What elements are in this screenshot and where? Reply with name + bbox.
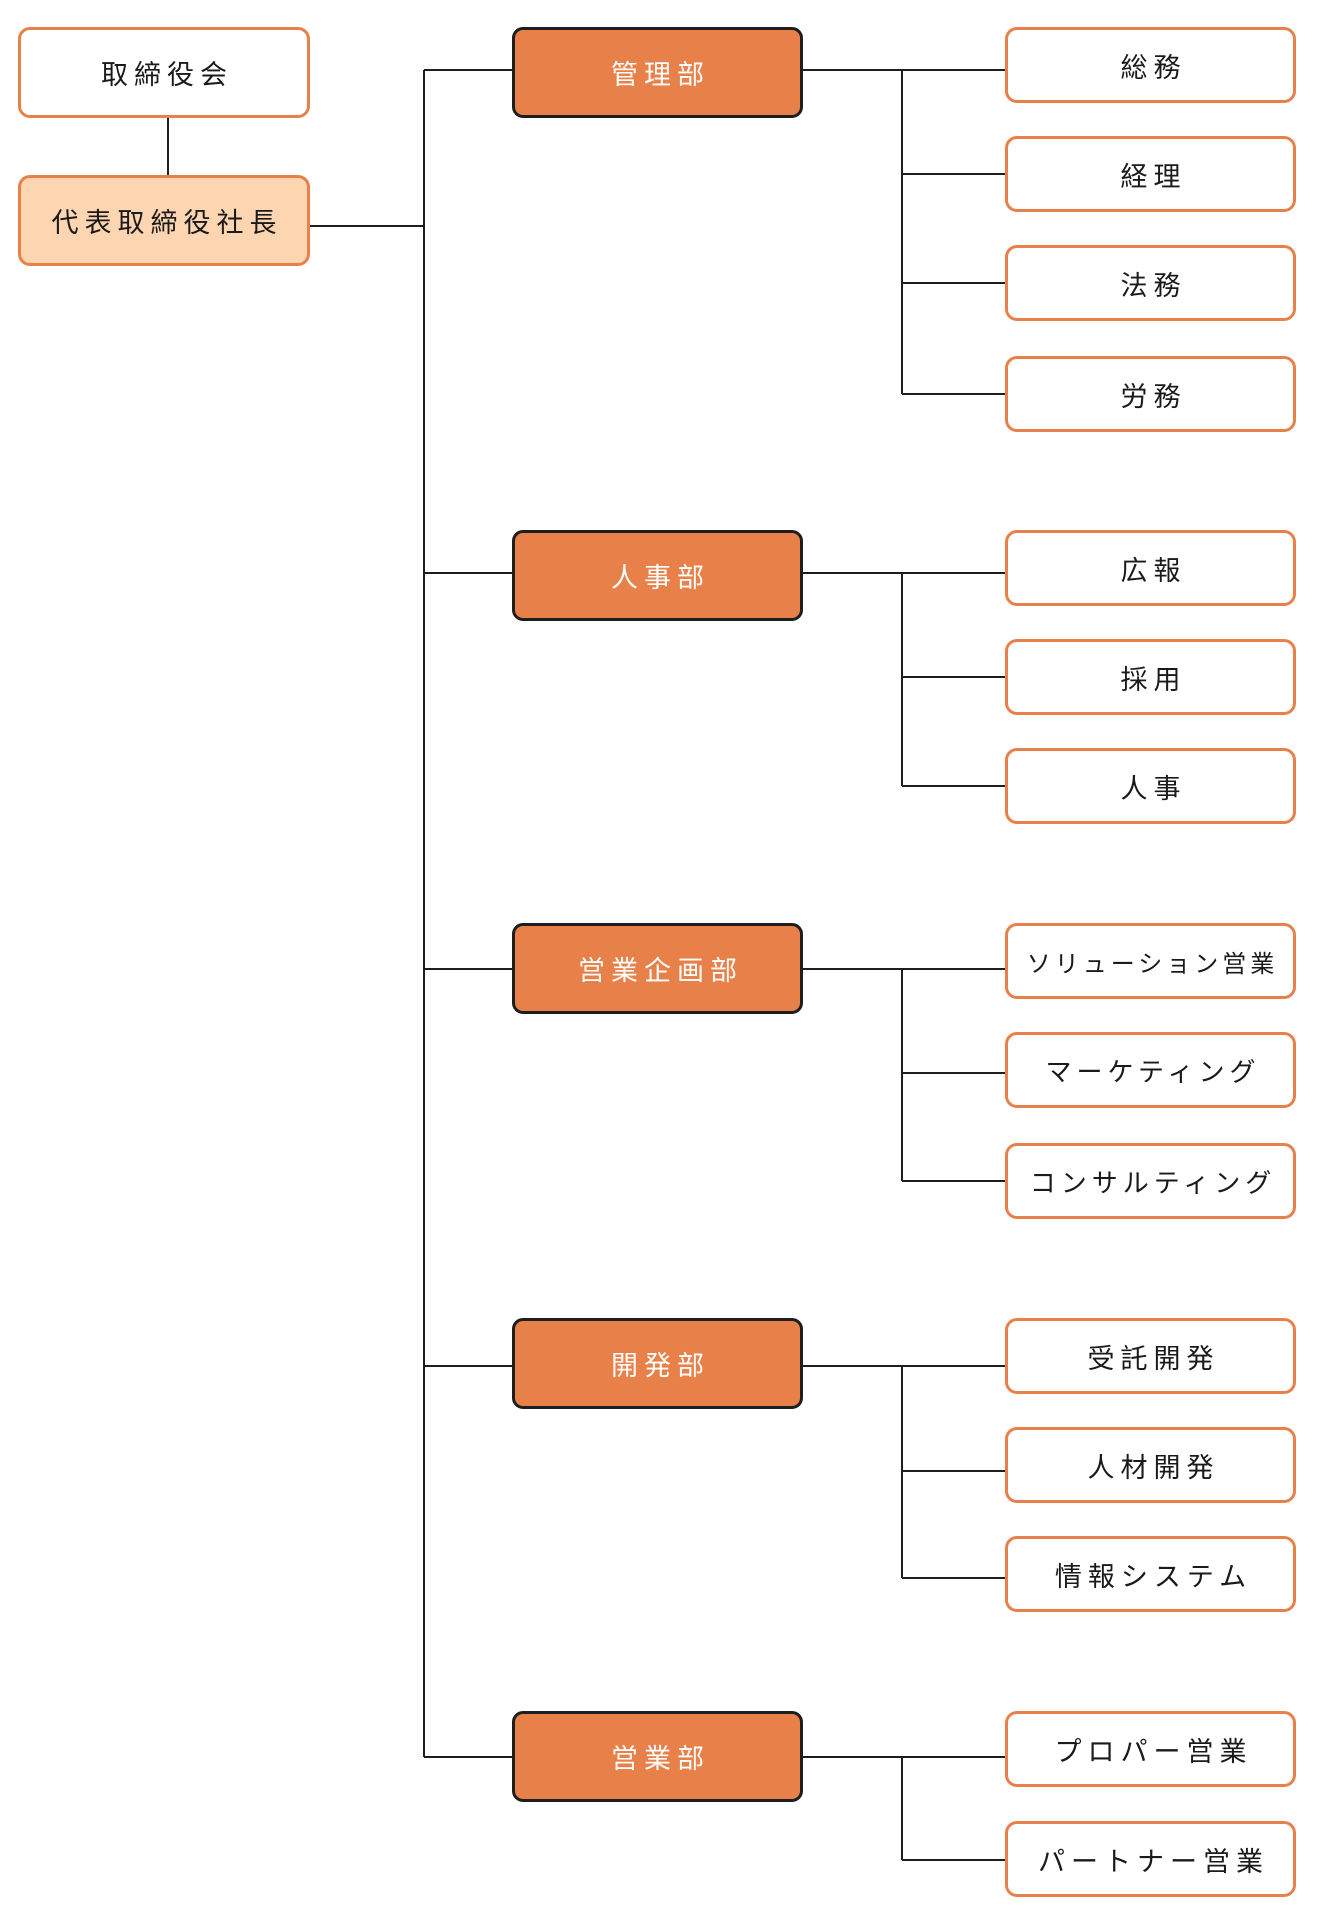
president-box: 代表取締役社長 [18, 175, 310, 266]
section-label: 総務 [1120, 52, 1187, 84]
department-sales-planning-box: 営業企画部 [512, 923, 803, 1014]
department-label: 営業企画部 [578, 956, 743, 987]
section-label: 法務 [1120, 270, 1187, 302]
department-management-box: 管理部 [512, 27, 803, 118]
section-label: 経理 [1120, 161, 1187, 193]
department-label: 営業部 [611, 1744, 710, 1775]
section-solution-sales-box: ソリューション営業 [1005, 923, 1296, 999]
section-contract-development-box: 受託開発 [1005, 1318, 1296, 1394]
section-label: パートナー営業 [1038, 1846, 1269, 1878]
president-label: 代表取締役社長 [51, 208, 283, 239]
section-labor-box: 労務 [1005, 356, 1296, 432]
section-label: 採用 [1120, 664, 1187, 696]
section-personnel-box: 人事 [1005, 748, 1296, 824]
section-label: 人事 [1120, 773, 1187, 805]
department-label: 開発部 [611, 1351, 710, 1382]
section-label: マーケティング [1045, 1057, 1261, 1088]
section-label: 広報 [1120, 555, 1187, 587]
department-development-box: 開発部 [512, 1318, 803, 1409]
board-of-directors-label: 取締役会 [101, 60, 233, 91]
section-pr-box: 広報 [1005, 530, 1296, 606]
section-talent-development-box: 人材開発 [1005, 1427, 1296, 1503]
department-sales-box: 営業部 [512, 1711, 803, 1802]
section-marketing-box: マーケティング [1005, 1032, 1296, 1108]
section-label: 受託開発 [1087, 1343, 1220, 1375]
department-label: 人事部 [611, 563, 710, 594]
department-hr-box: 人事部 [512, 530, 803, 621]
section-recruiting-box: 採用 [1005, 639, 1296, 715]
section-label: コンサルティング [1029, 1168, 1277, 1199]
section-partner-sales-box: パートナー営業 [1005, 1821, 1296, 1897]
section-general-affairs-box: 総務 [1005, 27, 1296, 103]
section-label: プロパー営業 [1054, 1736, 1253, 1768]
section-information-systems-box: 情報システム [1005, 1536, 1296, 1612]
section-accounting-box: 経理 [1005, 136, 1296, 212]
section-label: ソリューション営業 [1026, 949, 1279, 978]
section-label: 労務 [1120, 381, 1187, 413]
section-label: 情報システム [1054, 1561, 1253, 1593]
department-label: 管理部 [611, 60, 710, 91]
section-consulting-box: コンサルティング [1005, 1143, 1296, 1219]
section-label: 人材開発 [1087, 1452, 1220, 1484]
board-of-directors-box: 取締役会 [18, 27, 310, 118]
section-legal-box: 法務 [1005, 245, 1296, 321]
section-proper-sales-box: プロパー営業 [1005, 1711, 1296, 1787]
